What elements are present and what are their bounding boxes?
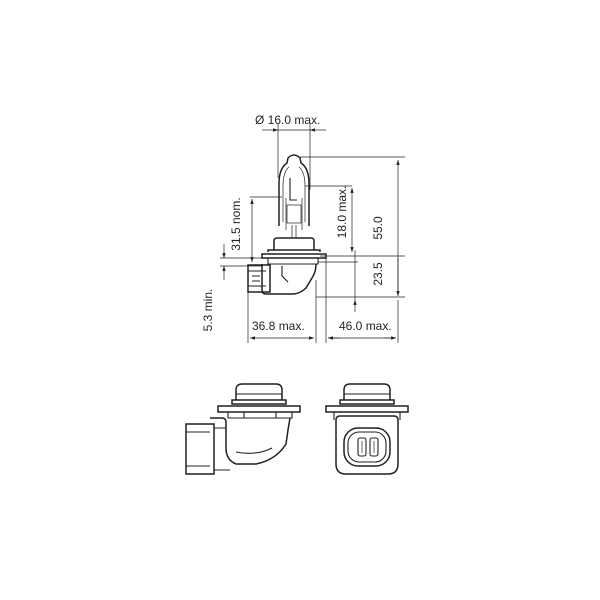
dim-23-5-label: 23.5 xyxy=(371,262,385,286)
extension-lines xyxy=(220,124,405,343)
bulb-side-view xyxy=(247,154,327,295)
glass-envelope xyxy=(278,154,310,226)
dimension-lines xyxy=(222,128,400,340)
dim-diameter-label: Ø 16.0 max. xyxy=(255,113,320,127)
dim-31-5-label: 31.5 nom. xyxy=(229,197,243,250)
dim-36-8-label: 36.8 max. xyxy=(252,319,305,333)
dimension-labels: Ø 16.0 max. 55.0 18.0 max. 31.5 nom. 5.3… xyxy=(201,113,392,333)
dim-46-0-label: 46.0 max. xyxy=(339,319,392,333)
bulb-base xyxy=(247,237,327,295)
base-front-view xyxy=(325,383,409,475)
dim-5-3-label: 5.3 min. xyxy=(201,289,215,332)
dim-55-label: 55.0 xyxy=(371,216,385,240)
dim-18-label: 18.0 max. xyxy=(335,186,349,239)
base-side-view xyxy=(185,383,301,475)
filament xyxy=(285,178,303,238)
